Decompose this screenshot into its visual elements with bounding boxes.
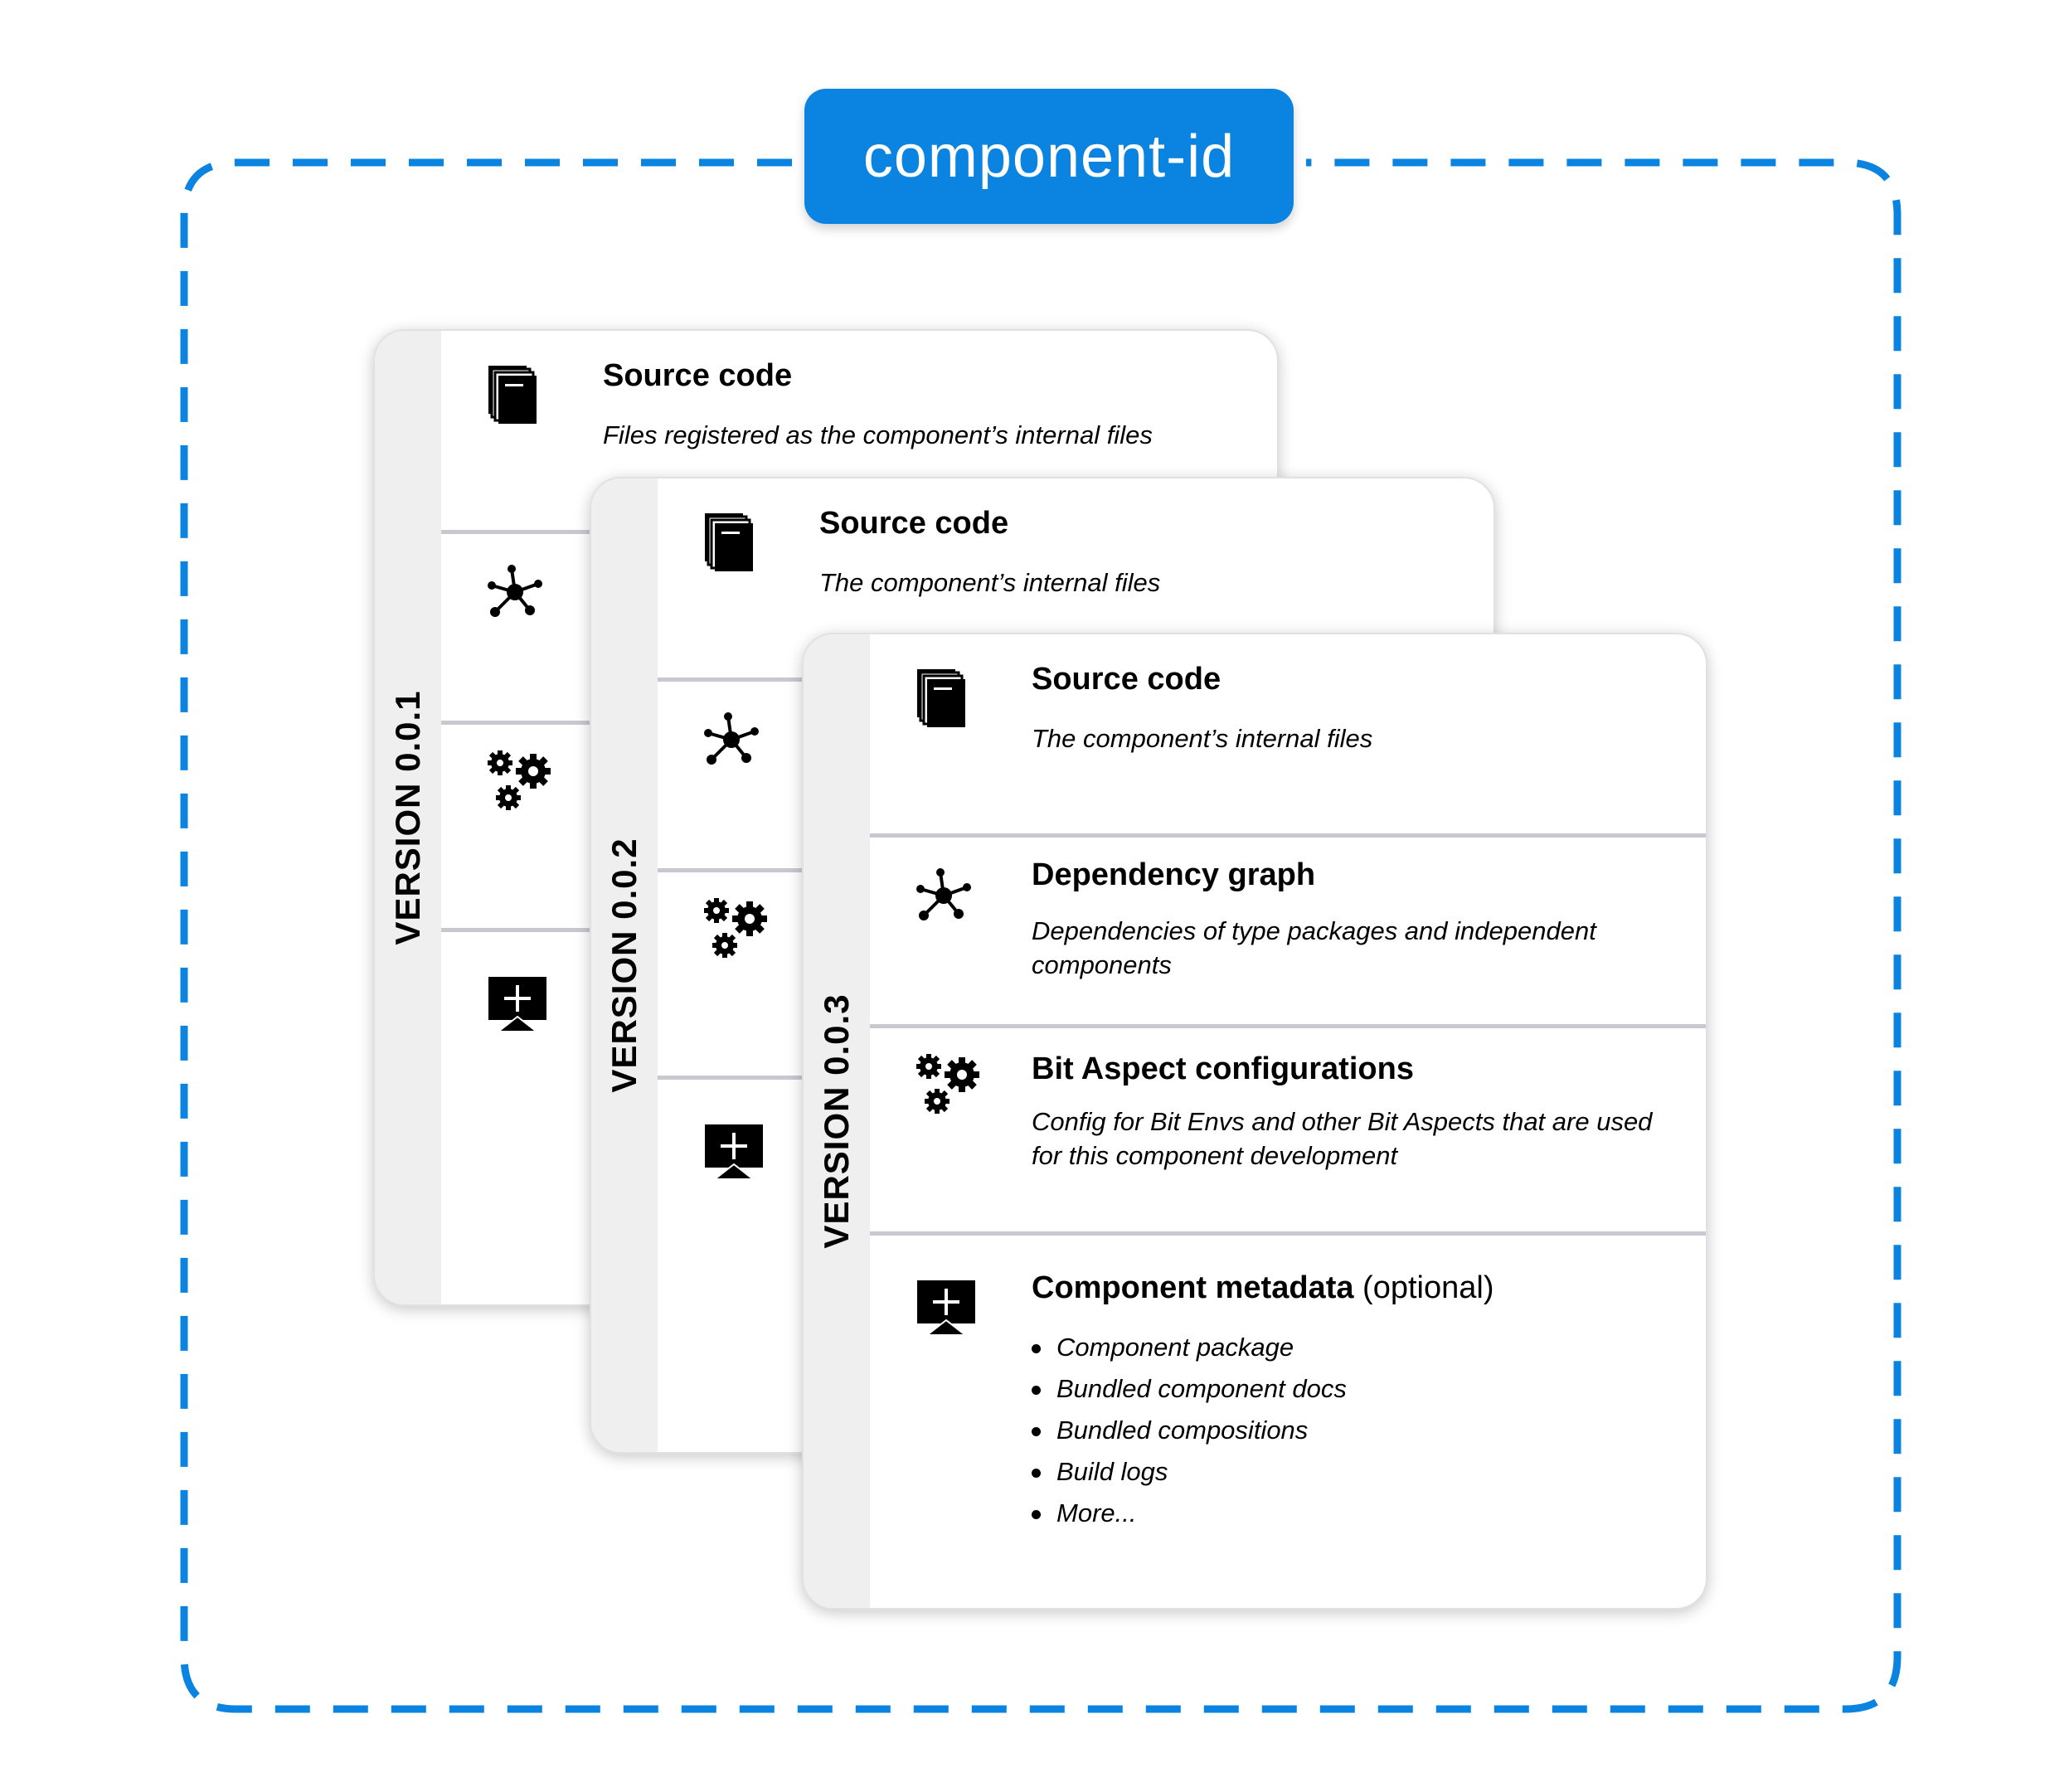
list-item: Component package [1032, 1327, 1347, 1368]
section-description: The component’s internal files [819, 568, 1161, 597]
package-icon [488, 977, 546, 1032]
gears-icon [488, 750, 551, 810]
version-label: VERSION 0.0.1 [388, 690, 427, 945]
section-title: Bit Aspect configurations [1032, 1051, 1414, 1086]
graph-icon [916, 868, 971, 920]
section-description: Files registered as the component’s inte… [603, 420, 1153, 449]
component-id-badge: component-id [804, 89, 1294, 224]
gears-icon [704, 898, 767, 958]
section-description: Dependencies of type packages and indepe… [1032, 916, 1596, 979]
section-description: Config for Bit Envs and other Bit Aspect… [1032, 1107, 1653, 1170]
version-label: VERSION 0.0.3 [817, 993, 856, 1249]
list-item: Build logs [1032, 1451, 1347, 1493]
files-icon [705, 513, 753, 571]
version-sidebar [591, 478, 658, 1452]
section-title: Dependency graph [1032, 857, 1316, 892]
gears-icon [916, 1054, 979, 1114]
aspect-config-section: Bit Aspect configurations Config for Bit… [870, 1024, 1706, 1231]
section-description: The component’s internal files [1032, 724, 1373, 753]
package-icon [917, 1280, 975, 1336]
graph-icon [488, 565, 542, 617]
section-title: Component metadata (optional) [1032, 1270, 1493, 1306]
source-code-section: Source code Files registered as the comp… [441, 331, 1277, 530]
files-icon [917, 669, 965, 727]
version-sidebar [375, 331, 441, 1304]
version-sidebar [804, 634, 870, 1608]
source-code-section: Source code The component’s internal fil… [870, 634, 1706, 833]
metadata-section: Component metadata (optional) Component … [870, 1231, 1706, 1608]
metadata-list: Component package Bundled component docs… [1032, 1327, 1347, 1534]
graph-icon [704, 712, 759, 765]
component-id-label: component-id [862, 123, 1236, 190]
list-item: Bundled compositions [1032, 1410, 1347, 1451]
dependency-graph-section: Dependency graph Dependencies of type pa… [870, 833, 1706, 1024]
list-item: More... [1032, 1493, 1347, 1534]
files-icon [488, 366, 537, 424]
section-title: Source code [819, 506, 1009, 541]
package-icon [705, 1124, 763, 1180]
version-label: VERSION 0.0.2 [605, 838, 644, 1093]
version-card-0-0-3: VERSION 0.0.3 Source code The component’… [802, 633, 1707, 1610]
section-title: Source code [603, 358, 793, 393]
section-title: Source code [1032, 662, 1221, 697]
metadata-optional-label: (optional) [1362, 1270, 1494, 1305]
source-code-section: Source code The component’s internal fil… [658, 478, 1493, 677]
metadata-title: Component metadata [1032, 1270, 1354, 1305]
list-item: Bundled component docs [1032, 1368, 1347, 1410]
